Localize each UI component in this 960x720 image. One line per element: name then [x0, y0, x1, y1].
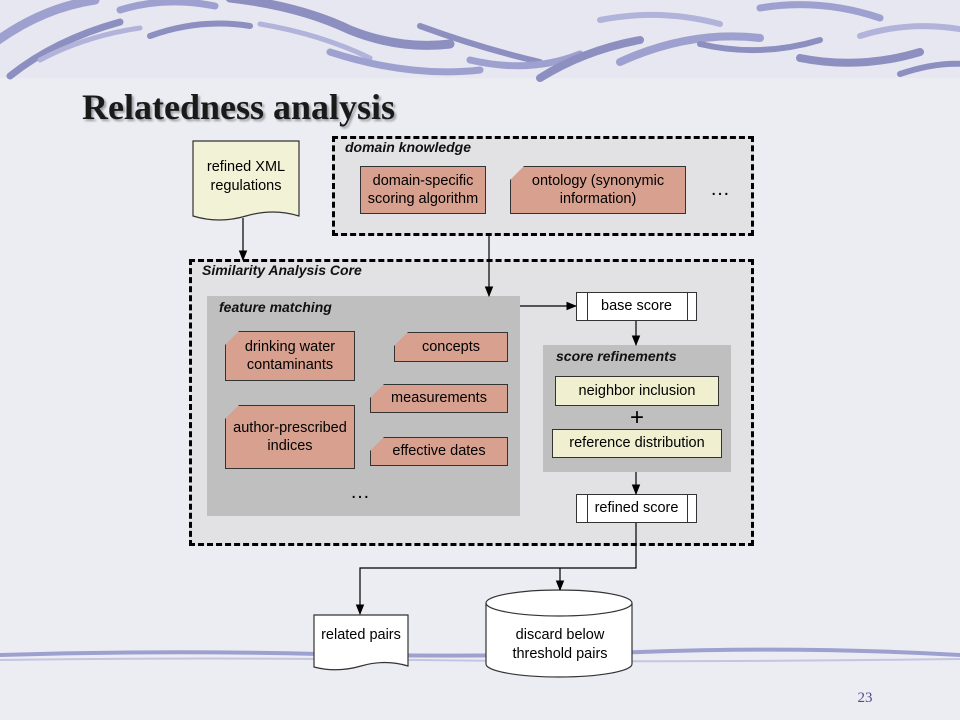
author-prescribed-indices-box: author-prescribed indices: [225, 405, 355, 469]
base-score-label: base score: [601, 298, 672, 315]
related-pairs-label: related pairs: [321, 627, 401, 643]
refined-score-right-bar: [687, 495, 688, 522]
ontology-box: ontology (synonymic information): [510, 166, 686, 214]
neighbor-inclusion-box: neighbor inclusion: [555, 376, 719, 406]
domain-scoring-algorithm-box: domain-specific scoring algorithm: [360, 166, 486, 214]
effective-dates-box: effective dates: [370, 437, 508, 466]
measurements-box: measurements: [370, 384, 508, 413]
base-score-box: base score: [576, 292, 697, 321]
page-number: 23: [857, 690, 873, 706]
feature-more-ellipsis: …: [350, 481, 373, 503]
domain-more-ellipsis: …: [710, 178, 733, 200]
header-flourish: [0, 0, 960, 82]
refinements-plus: +: [630, 404, 645, 431]
refined-score-box: refined score: [576, 494, 697, 523]
score-refinements-label: score refinements: [556, 348, 677, 364]
refined-score-left-bar: [587, 495, 588, 522]
footer-stroke: [0, 647, 960, 663]
refined-xml-doc-shape: [192, 140, 300, 221]
similarity-core-label: Similarity Analysis Core: [202, 262, 362, 278]
concepts-box: concepts: [394, 332, 508, 362]
related-pairs-doc-shape: [313, 614, 409, 671]
domain-knowledge-label: domain knowledge: [345, 139, 472, 155]
refined-xml-label: refined XML regulations: [206, 159, 286, 194]
base-score-left-bar: [587, 293, 588, 320]
refined-score-label: refined score: [594, 500, 679, 517]
base-score-right-bar: [687, 293, 688, 320]
slide-title: Relatedness analysis: [82, 87, 396, 127]
discard-label: discard below threshold pairs: [512, 627, 608, 662]
drinking-water-contaminants-box: drinking water contaminants: [225, 331, 355, 381]
feature-matching-label: feature matching: [219, 299, 332, 315]
reference-distribution-box: reference distribution: [552, 429, 722, 458]
